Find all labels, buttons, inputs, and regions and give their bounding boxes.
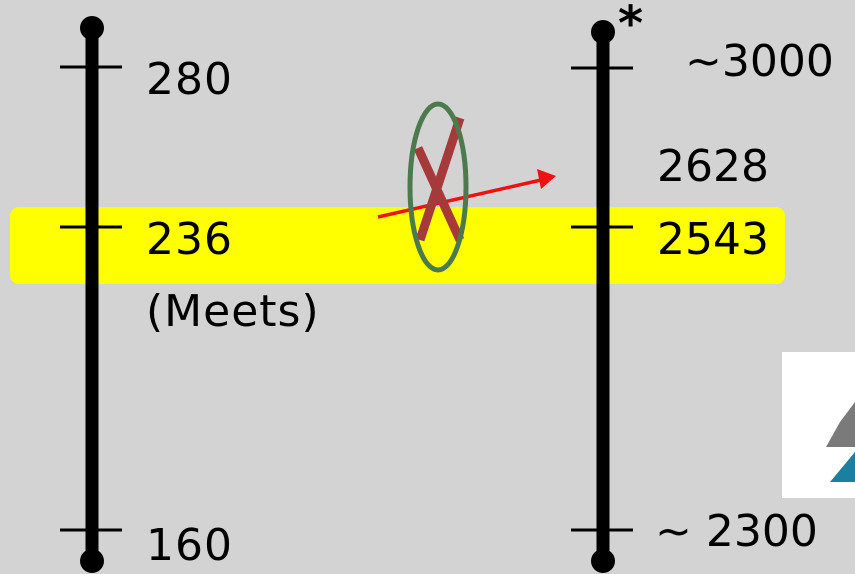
left-scale-bottom-dot [80,549,104,573]
left-bottom-value: 160 [146,520,233,571]
right-scale-bottom-dot [591,549,615,573]
right-middle-value: 2543 [657,214,769,265]
left-scale-top-dot [80,16,104,40]
right-scale [571,20,633,573]
right-top-value: ~3000 [685,36,834,87]
left-middle-value: 236 [146,214,233,265]
left-top-value: 280 [146,54,233,105]
left-middle-note: (Meets) [146,286,320,337]
right-scale-marker: * [618,0,644,52]
partial-triangle-logo [782,352,855,498]
right-bottom-value: ~ 2300 [655,506,818,557]
crossed-out-ellipse-icon [407,101,469,273]
right-scale-top-dot [591,20,615,44]
left-scale [60,16,122,573]
arrow-icon [377,169,556,219]
right-upper-value: 2628 [657,141,769,192]
